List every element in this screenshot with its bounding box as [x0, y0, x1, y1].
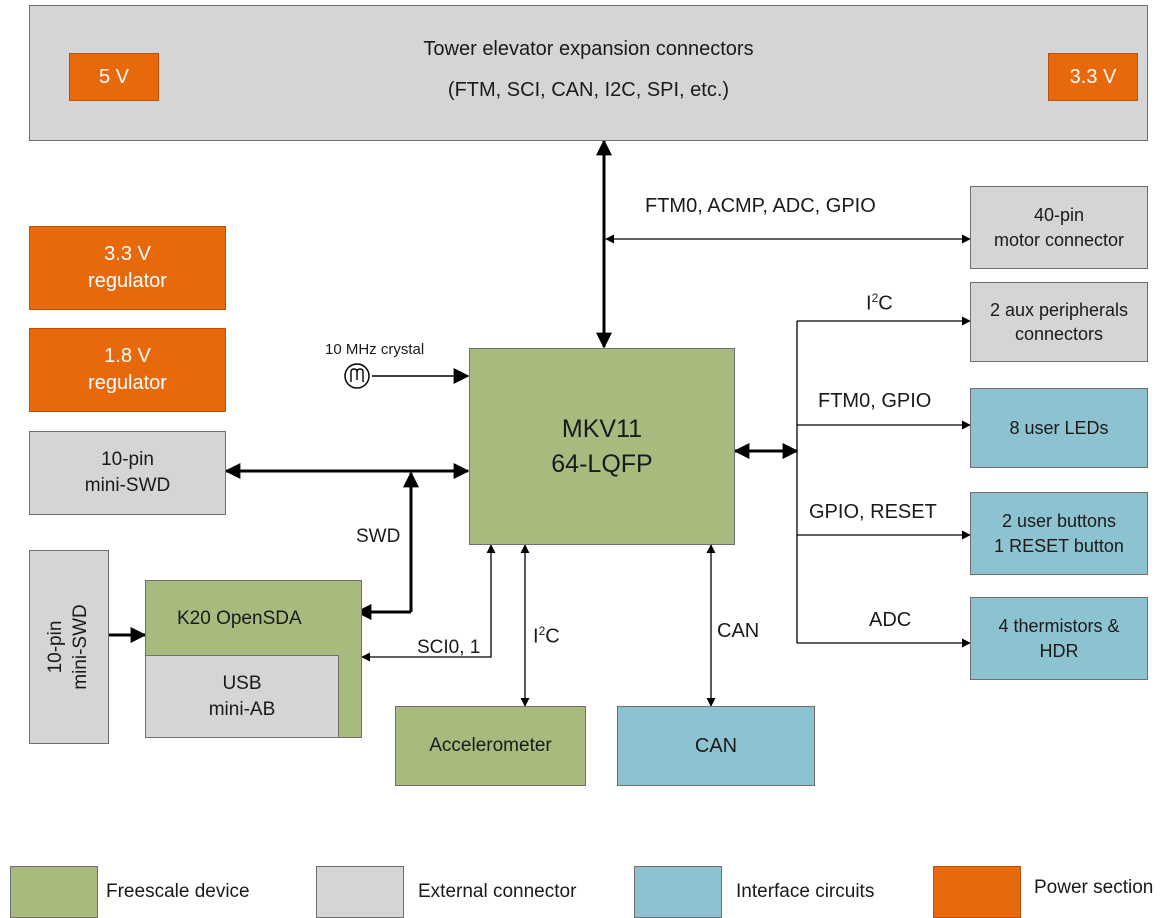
mcu-mkv11: MKV11 64-LQFP — [469, 348, 735, 545]
legend-swatch-interface — [634, 866, 722, 918]
motor-connector: 40-pin motor connector — [970, 186, 1148, 269]
legend-label-interface: Interface circuits — [736, 881, 875, 902]
crystal-icon — [344, 363, 370, 389]
tower-subtitle: (FTM, SCI, CAN, I2C, SPI, etc.) — [447, 79, 730, 101]
swd-connector: 10-pin mini-SWD — [29, 431, 226, 515]
signal-aux-i2c: I2C — [866, 291, 893, 315]
tower-elevator-connectors: Tower elevator expansion connectors (FTM… — [29, 5, 1148, 141]
can-transceiver: CAN — [617, 706, 815, 786]
sci-link — [361, 544, 496, 662]
accelerometer: Accelerometer — [395, 706, 586, 786]
swd-connector-vertical-label: 10-pin mini-SWD — [45, 604, 91, 690]
user-leds: 8 user LEDs — [970, 388, 1148, 468]
regulator-3v3: 3.3 V regulator — [29, 226, 226, 310]
crystal-label: 10 MHz crystal — [325, 341, 425, 358]
user-buttons: 2 user buttons 1 RESET button — [970, 492, 1148, 575]
signal-thermistors: ADC — [869, 609, 912, 631]
signal-motor: FTM0, ACMP, ADC, GPIO — [645, 195, 876, 217]
aux-peripherals-connectors: 2 aux peripherals connectors — [970, 282, 1148, 362]
tower-title: Tower elevator expansion connectors — [423, 38, 754, 60]
signal-can: CAN — [717, 620, 760, 642]
legend-label-freescale: Freescale device — [106, 881, 250, 902]
legend-swatch-external — [316, 866, 404, 918]
legend-swatch-power — [933, 866, 1021, 918]
signal-buttons: GPIO, RESET — [809, 501, 937, 523]
legend-swatch-freescale — [10, 866, 98, 918]
thermistors-hdr: 4 thermistors & HDR — [970, 597, 1148, 680]
legend-label-external: External connector — [418, 881, 577, 902]
signal-sci: SCI0, 1 — [417, 637, 481, 658]
signal-accel-i2c: I2C — [533, 624, 560, 648]
swd-connector-vertical — [29, 550, 109, 744]
opensda-label: K20 OpenSDA — [177, 608, 302, 629]
signal-swd: SWD — [356, 526, 401, 547]
regulator-1v8: 1.8 V regulator — [29, 328, 226, 412]
usb-mini-ab: USB mini-AB — [145, 655, 339, 738]
legend-label-power: Power section — [1034, 877, 1154, 898]
tower-5v-power: 5 V — [69, 53, 159, 101]
signal-leds: FTM0, GPIO — [818, 390, 932, 412]
tower-3v3-power: 3.3 V — [1048, 53, 1138, 101]
